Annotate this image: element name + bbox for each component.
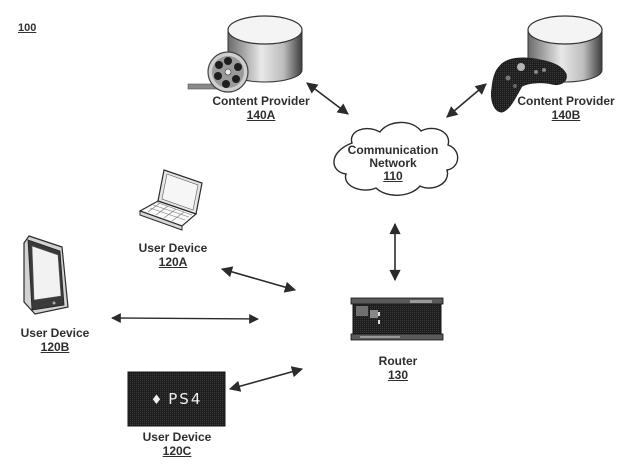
user-device-c-ref: 120C bbox=[162, 444, 192, 458]
link-provider-a-network bbox=[306, 82, 349, 115]
content-provider-a-ref: 140A bbox=[246, 108, 276, 122]
ps4-logo: ♦PS4 bbox=[150, 390, 203, 408]
game-console-icon bbox=[127, 371, 226, 427]
tablet-icon bbox=[23, 235, 69, 315]
game-controller-icon bbox=[491, 57, 567, 113]
playstation-logo-icon: ♦ bbox=[150, 393, 165, 408]
network-label: Communication Network 110 bbox=[347, 143, 439, 183]
network-ref: 110 bbox=[383, 169, 403, 183]
link-device-b-router bbox=[111, 313, 259, 324]
link-device-c-router bbox=[228, 366, 304, 392]
user-device-a-ref: 120A bbox=[158, 255, 188, 269]
figure-reference: 100 bbox=[18, 22, 37, 34]
content-provider-b-label: Content Provider 140B bbox=[517, 94, 615, 122]
user-device-b-ref: 120B bbox=[40, 340, 70, 354]
user-device-b-label: User Device 120B bbox=[20, 326, 90, 354]
content-provider-b-ref: 140B bbox=[551, 108, 581, 122]
link-provider-b-network bbox=[446, 83, 487, 118]
user-device-a-label: User Device 120A bbox=[138, 241, 208, 269]
film-reel-icon bbox=[187, 51, 249, 93]
user-device-c-label: User Device 120C bbox=[142, 430, 212, 458]
link-device-a-router bbox=[220, 266, 297, 293]
router-icon bbox=[350, 297, 444, 341]
router-ref: 130 bbox=[387, 368, 409, 382]
router-label: Router 130 bbox=[378, 354, 418, 382]
cloud-icon bbox=[333, 121, 459, 196]
content-provider-a-label: Content Provider 140A bbox=[212, 94, 310, 122]
laptop-icon bbox=[138, 169, 203, 231]
